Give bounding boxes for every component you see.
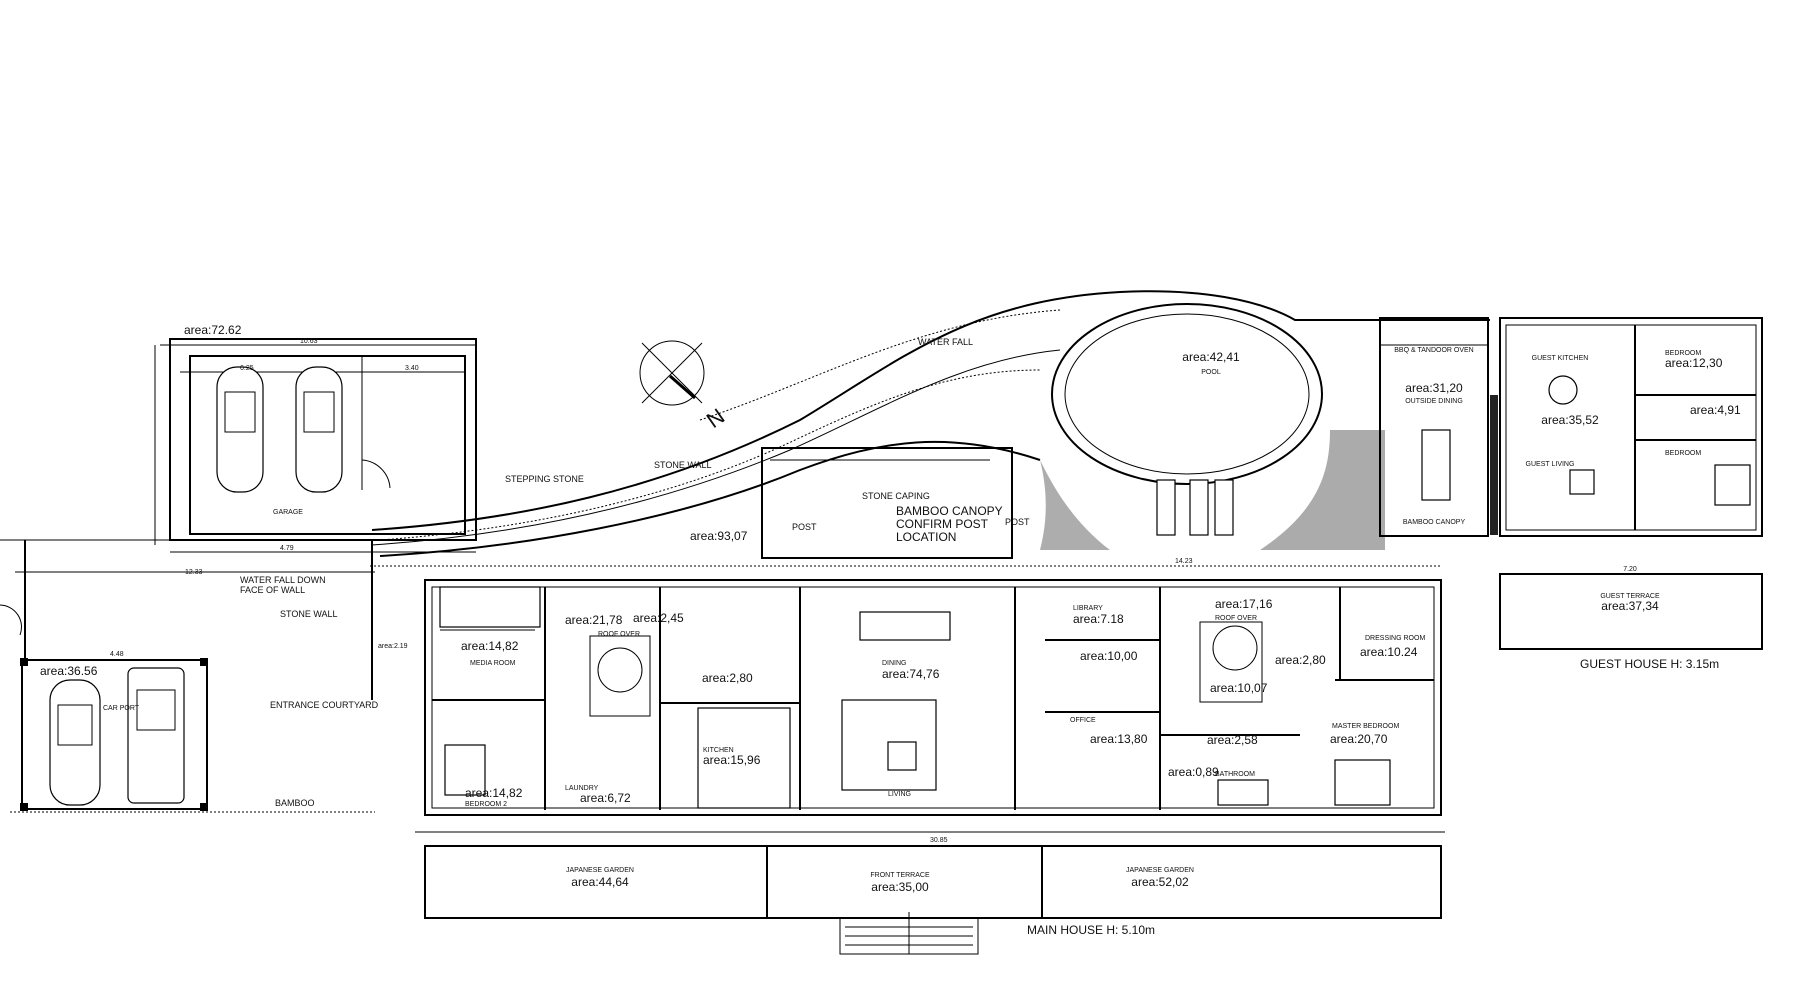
guest-terrace-area: area:37,34 [1601, 599, 1659, 613]
outside-dining: BBQ & TANDOOR OVEN area:31,20 OUTSIDE DI… [1379, 317, 1489, 537]
carport-label: CAR PORT [103, 705, 140, 712]
garage-dim: 3.40 [405, 365, 419, 372]
main-house-height: MAIN HOUSE H: 5.10m [1027, 923, 1155, 937]
room-area: area:17,16 [1215, 597, 1273, 611]
room-label: DINING [882, 660, 907, 667]
landscape-curve: STEPPING STONE STONE WALL WATER FALL STO… [371, 290, 1498, 559]
bamboo-canopy-label: BAMBOO CANOPY [1403, 519, 1466, 526]
guest-kitchen-area: area:35,52 [1541, 413, 1599, 427]
room-area: area:20,70 [1330, 732, 1388, 746]
bamboo-canopy-label: BAMBOO CANOPY [896, 504, 1003, 518]
post-label: POST [792, 522, 817, 532]
guest-bath-area: area:4,91 [1690, 403, 1741, 417]
room-label: LAUNDRY [565, 785, 599, 792]
bamboo-canopy-label: CONFIRM POST [896, 517, 989, 531]
car-icon [49, 679, 101, 806]
guest-bedroom-label: BEDROOM [1665, 450, 1701, 457]
garage-dim: 6.25 [240, 365, 254, 372]
north-arrow-icon: N [639, 340, 729, 433]
room-area: area:10,00 [1080, 649, 1138, 663]
carport: area:36.56 CAR PORT 4.48 [20, 651, 208, 811]
room-area: area:21,78 [565, 613, 623, 627]
room-label: LIVING [888, 791, 911, 798]
room-label: MEDIA ROOM [470, 660, 516, 667]
courtyard-label: ENTRANCE COURTYARD [270, 700, 379, 710]
front-gardens: JAPANESE GARDEN area:44,64 FRONT TERRACE… [424, 845, 1442, 955]
room-area: area:15,96 [703, 753, 761, 767]
waterfall-label: WATER FALL [918, 337, 973, 347]
pool: area:42,41 POOL [1051, 303, 1323, 536]
car-icon [295, 366, 343, 493]
room-label: ROOF OVER [1215, 615, 1257, 622]
room-area: area:2,45 [633, 611, 684, 625]
guest-dim: 7.20 [1623, 566, 1637, 573]
garden-area: area:44,64 [571, 875, 629, 889]
courtyard-dim: 12.33 [185, 569, 203, 576]
stone-wall-label: STONE WALL [280, 609, 338, 619]
garage: area:72.62 GARAGE 10.63 6.25 3.40 4.79 [154, 323, 477, 553]
carport-dim: 4.48 [110, 651, 124, 658]
room-area: area:2,58 [1207, 733, 1258, 747]
room-area: area:0,89 [1168, 765, 1219, 779]
garage-dim: 4.79 [280, 545, 294, 552]
room-area: area:2,80 [702, 671, 753, 685]
room-area: area:13,80 [1090, 732, 1148, 746]
garage-dim: 10.63 [300, 338, 318, 345]
carport-area: area:36.56 [40, 664, 98, 678]
entrance-stairs [839, 912, 979, 955]
guest-living-label: GUEST LIVING [1526, 461, 1575, 468]
room-label: MASTER BEDROOM [1332, 723, 1399, 730]
room-label: LIBRARY [1073, 605, 1103, 612]
stone-wall-label: STONE WALL [654, 460, 712, 470]
canopy-area: area:93,07 [690, 529, 748, 543]
room-area: area:14,82 [461, 639, 519, 653]
garden-label: JAPANESE GARDEN [1126, 867, 1194, 874]
outside-dining-label: OUTSIDE DINING [1405, 398, 1463, 405]
face-of-wall-label: FACE OF WALL [240, 585, 305, 595]
room-label: DRESSING ROOM [1365, 635, 1425, 642]
car-icon [216, 366, 264, 493]
room-label: ROOF OVER [598, 631, 640, 638]
stepping-stone-label: STEPPING STONE [505, 474, 584, 484]
room-area: area:6,72 [580, 791, 631, 805]
north-label: N [702, 403, 729, 433]
room-label: BATHROOM [1215, 771, 1255, 778]
terrace-area: area:35,00 [871, 880, 929, 894]
pool-label: POOL [1201, 369, 1221, 376]
room-label: OFFICE [1070, 717, 1096, 724]
garage-area: area:72.62 [184, 323, 242, 337]
closet-area: area:2.19 [378, 643, 408, 650]
bamboo-canopy-label: LOCATION [896, 530, 956, 544]
waterfall-down-label: WATER FALL DOWN [240, 575, 326, 585]
guest-bedroom-label: BEDROOM [1665, 350, 1701, 357]
room-label: KITCHEN [703, 747, 734, 754]
terrace-label: FRONT TERRACE [870, 872, 930, 879]
garage-label: GARAGE [273, 509, 303, 516]
room-area: area:14,82 [465, 786, 523, 800]
guest-kitchen-label: GUEST KITCHEN [1532, 355, 1589, 362]
room-area: area:74,76 [882, 667, 940, 681]
room-area: area:10,07 [1210, 681, 1268, 695]
bamboo-label: BAMBOO [275, 798, 315, 808]
outside-dining-area: area:31,20 [1405, 381, 1463, 395]
room-area: area:10.24 [1360, 645, 1418, 659]
room-area: area:2,80 [1275, 653, 1326, 667]
room-label: BEDROOM 2 [465, 801, 507, 808]
guest-house: GUEST KITCHEN area:35,52 GUEST LIVING BE… [1499, 317, 1763, 671]
pool-area: area:42,41 [1182, 350, 1240, 364]
main-house: 14.23 area:14,82 MEDIA ROOM area:21,78 [370, 558, 1445, 844]
room-area: area:7.18 [1073, 612, 1124, 626]
guest-house-height: GUEST HOUSE H: 3.15m [1580, 657, 1719, 671]
main-dim: 30.85 [930, 837, 948, 844]
garden-label: JAPANESE GARDEN [566, 867, 634, 874]
bbq-label: BBQ & TANDOOR OVEN [1394, 347, 1473, 354]
truck-icon [127, 667, 185, 804]
guest-terrace-label: GUEST TERRACE [1600, 593, 1660, 600]
post-label: POST [1005, 517, 1030, 527]
garden-area: area:52,02 [1131, 875, 1189, 889]
pool-dim: 14.23 [1175, 558, 1193, 565]
guest-bedroom-area: area:12,30 [1665, 356, 1723, 370]
stone-caping-label: STONE CAPING [862, 491, 930, 501]
courtyard: WATER FALL DOWN FACE OF WALL STONE WALL … [0, 539, 380, 813]
